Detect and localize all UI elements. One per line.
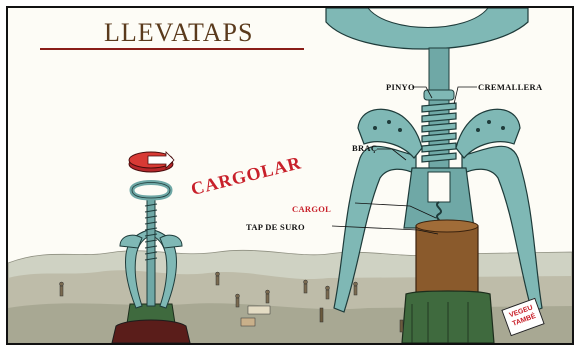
illustration-frame: LLEVATAPS PINYO CREMALLERA BRAÇ CARGOL T…: [6, 6, 574, 345]
title-underline: [40, 48, 304, 50]
label-brac: BRAÇ: [352, 143, 377, 153]
label-cargol: CARGOL: [292, 204, 331, 214]
label-tap-de-suro: TAP DE SURO: [246, 222, 305, 232]
page-title: LLEVATAPS: [104, 18, 253, 48]
rotate-arrow-icon: [129, 152, 174, 172]
label-pinyo: PINYO: [386, 82, 415, 92]
label-cremallera: CREMALLERA: [478, 82, 542, 92]
